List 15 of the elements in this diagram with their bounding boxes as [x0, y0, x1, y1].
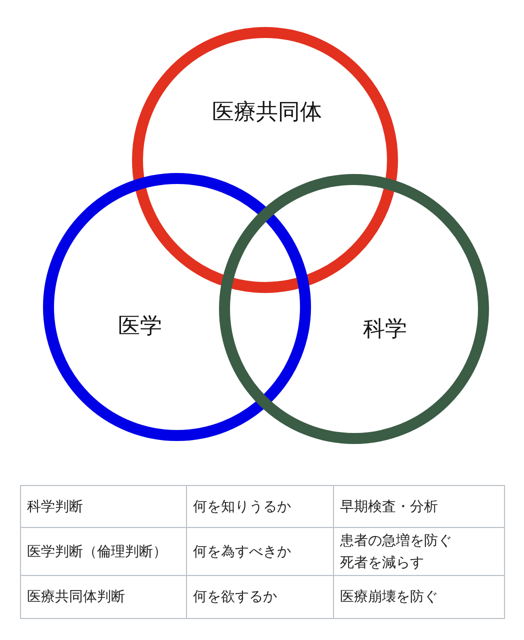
- venn-circle: [132, 27, 398, 293]
- circle-label: 医療共同体: [212, 100, 322, 126]
- judgment-cell: 医療共同体判断: [20, 576, 186, 618]
- venn-circle: [219, 174, 489, 444]
- question-cell: 何を知りうるか: [186, 486, 334, 528]
- goal-cell: 早期検査・分析: [334, 486, 504, 528]
- goal-cell: 医療崩壊を防ぐ: [334, 576, 504, 618]
- goal-cell: 患者の急増を防ぐ死者を減らす: [334, 528, 504, 576]
- question-cell: 何を欲するか: [186, 576, 334, 618]
- circle-label: 医学: [118, 314, 162, 340]
- judgment-cell: 医学判断（倫理判断）: [20, 528, 186, 576]
- venn-circle: [43, 173, 311, 441]
- circle-label: 科学: [363, 318, 407, 342]
- question-cell: 何を為すべきか: [186, 528, 334, 576]
- judgment-cell: 科学判断: [20, 486, 186, 528]
